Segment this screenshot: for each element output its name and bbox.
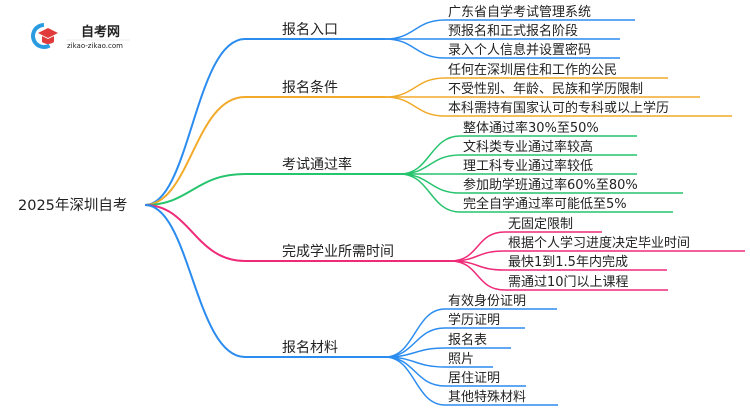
child-topic: 其他特殊材料 (448, 390, 526, 405)
child-topic: 本科需持有国家认可的专科或以上学历 (448, 100, 669, 116)
branch-connector (144, 204, 385, 358)
child-connector (384, 38, 620, 59)
child-topic: 任何在深圳居住和工作的公民 (448, 62, 617, 78)
branch-connector (144, 38, 385, 206)
child-connector (449, 260, 668, 291)
child-topic: 预报名和正式报名阶段 (448, 23, 578, 39)
logo-name: 自考网 (81, 24, 120, 40)
child-topic: 需通过10门以上课程 (508, 275, 629, 290)
root-topic: 2025年深圳自考 (18, 197, 127, 214)
child-topic: 不受性别、年龄、民族和学历限制 (448, 81, 643, 97)
child-topic: 有效身份证明 (448, 293, 526, 309)
child-topic: 广东省自学考试管理系统 (448, 4, 591, 20)
child-topic: 无固定限制 (508, 217, 573, 232)
child-connector (449, 231, 602, 262)
branch-connector (144, 173, 400, 206)
child-topic: 根据个人学习进度决定毕业时间 (508, 235, 690, 251)
logo-ring-icon (31, 23, 57, 49)
child-connector (384, 347, 511, 358)
child-topic: 完全自学通过率可能低至5% (463, 196, 627, 212)
child-connector (399, 173, 673, 213)
graduation-cap-base-icon (42, 36, 54, 44)
branch-label: 报名入口 (282, 22, 338, 38)
graduation-cap-icon (38, 28, 58, 38)
child-topic: 报名表 (448, 332, 487, 348)
child-connector (384, 356, 558, 406)
child-topic: 最快1到1.5年内完成 (508, 254, 628, 270)
child-topic: 整体通过率30%至50% (463, 120, 599, 136)
child-topic: 理工科专业通过率较低 (463, 158, 593, 174)
child-connector (384, 308, 557, 358)
child-topic: 照片 (448, 352, 474, 367)
child-topic: 文科类专业通过率较高 (463, 139, 593, 155)
branch-label: 考试通过率 (282, 156, 352, 173)
child-topic: 学历证明 (448, 312, 500, 328)
branch-label: 完成学业所需时间 (282, 244, 394, 260)
branch-3: 考试通过率 整体通过率30%至50% 文科类专业通过率较高理工科专业通过率较低参加助… (144, 120, 683, 213)
child-connector (399, 135, 637, 175)
child-connector (384, 96, 732, 117)
branch-connector (144, 204, 450, 262)
logo-domain: zikao-zikao.com (67, 42, 123, 50)
logo: 自考网 zikao-zikao.com (31, 23, 130, 50)
branch-2: 报名条件 任何在深圳居住和工作的公民不受性别、年龄、民族和学历限制本科需持有国家认… (144, 62, 732, 206)
child-topic: 参加助学班通过率60%至80% (463, 177, 638, 193)
child-topic: 居住证明 (448, 371, 500, 386)
child-connector (384, 356, 493, 368)
branch-label: 报名条件 (282, 79, 338, 96)
child-topic: 录入个人信息并设置密码 (448, 42, 591, 58)
branch-connector (144, 96, 385, 206)
branch-label: 报名材料 (282, 340, 338, 356)
branch-4: 完成学业所需时间 无固定限制根据个人学习进度决定毕业时间最快1到1.5年内完成需通… (144, 204, 745, 291)
